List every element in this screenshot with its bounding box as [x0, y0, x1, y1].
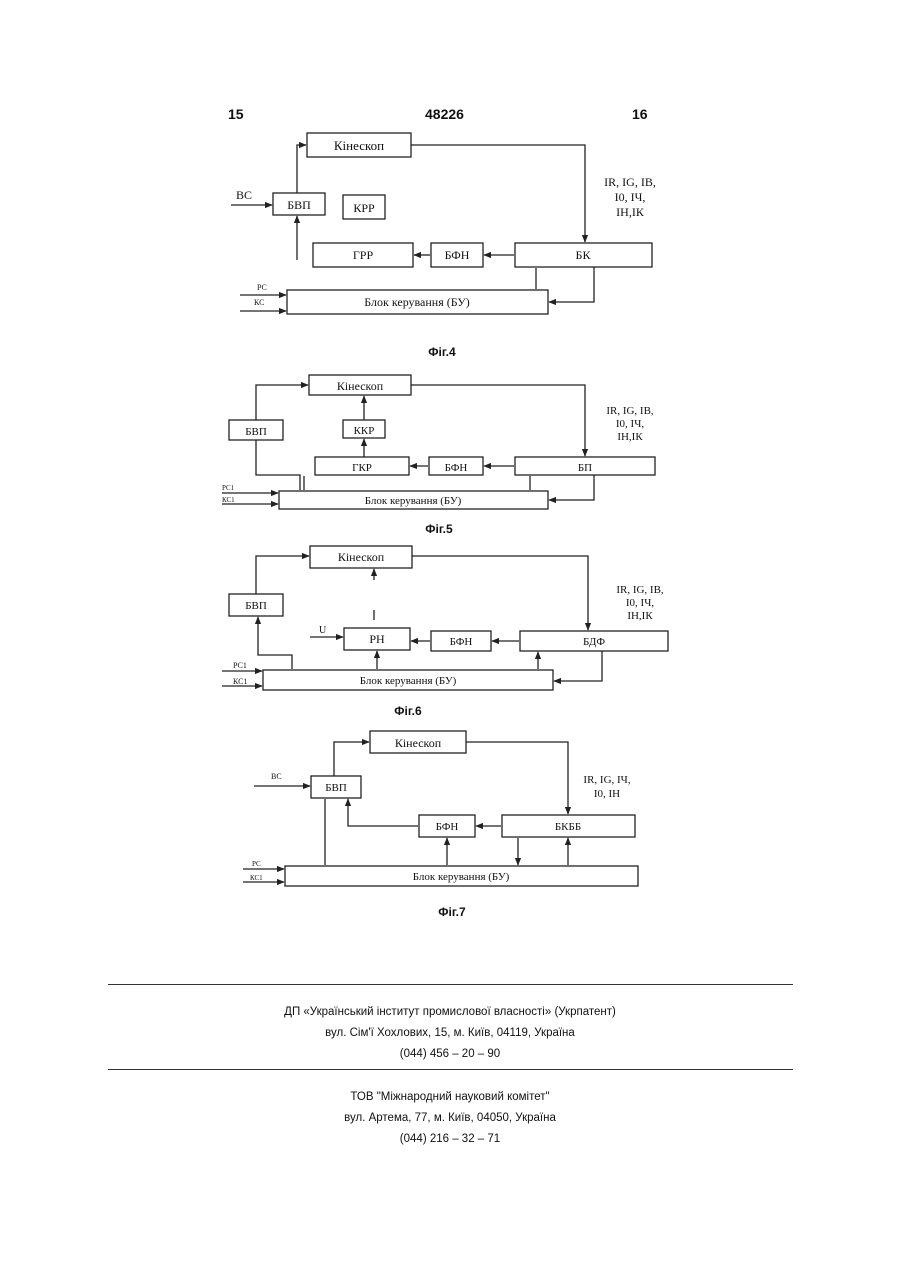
- fig7-currents-line2: I0, IН: [594, 788, 620, 800]
- figure-7-diagram: Кінескоп БВП БФН БКББ Блок керування (БУ…: [0, 0, 900, 920]
- footer-org1-address: вул. Сім'ї Хохлових, 15, м. Київ, 04119,…: [0, 1027, 900, 1039]
- fig7-input-rs: РС: [252, 860, 261, 868]
- fig7-bkbb-label: БКББ: [555, 821, 581, 833]
- fig7-input-ks: КС1: [250, 874, 263, 882]
- fig7-currents-line1: IR, IG, IЧ,: [583, 774, 630, 786]
- footer-org1-phone: (044) 456 – 20 – 90: [0, 1048, 900, 1060]
- footer-org1-name: ДП «Український інститут промислової вла…: [0, 1006, 900, 1018]
- fig7-kinescope-label: Кінескоп: [395, 736, 442, 750]
- footer-org2-name: ТОВ "Міжнародний науковий комітет": [0, 1091, 900, 1103]
- fig7-input-vs: ВС: [271, 772, 282, 781]
- fig7-bvp-label: БВП: [325, 782, 347, 794]
- footer-org2-address: вул. Артема, 77, м. Київ, 04050, Україна: [0, 1112, 900, 1124]
- footer-divider-top: [108, 984, 793, 985]
- fig7-bfn-label: БФН: [436, 821, 459, 833]
- footer-org2-phone: (044) 216 – 32 – 71: [0, 1133, 900, 1145]
- fig7-control-label: Блок керування (БУ): [413, 871, 510, 883]
- fig7-caption: Фіг.7: [402, 905, 502, 919]
- footer-divider-middle: [108, 1069, 793, 1070]
